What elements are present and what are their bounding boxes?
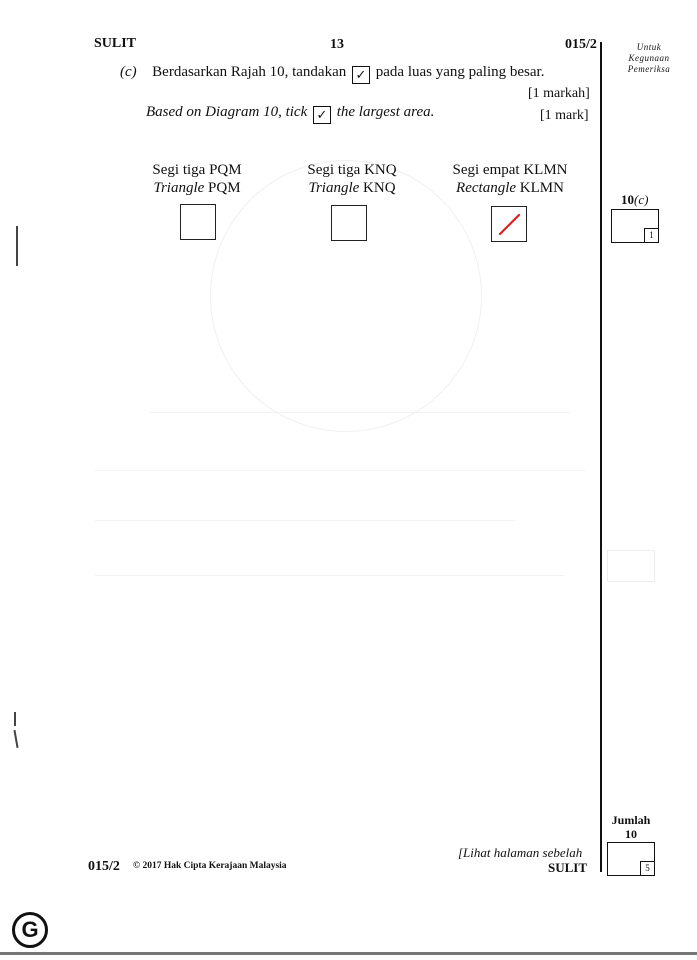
question-english: Based on Diagram 10, tick ✓ the largest … (146, 104, 434, 124)
answer-mark-icon (498, 213, 521, 236)
score-max-mark: 1 (644, 228, 659, 243)
bleed-through-line (95, 470, 585, 471)
bleed-through-circle (210, 160, 482, 432)
bleed-through-line (150, 412, 570, 413)
check-icon: ✓ (316, 107, 328, 122)
option-malay-label: Segi tiga PQM (152, 162, 242, 178)
option-english-label: Triangle KNQ (308, 180, 396, 196)
question-english-before: Based on Diagram 10, tick (146, 104, 308, 120)
answer-box-pqm[interactable] (180, 204, 216, 240)
examiner-note: Untuk Kegunaan Pemeriksa (606, 42, 692, 75)
total-score-box[interactable]: 5 (607, 842, 655, 876)
margin-divider (600, 42, 602, 872)
answer-box-knq[interactable] (331, 205, 367, 241)
margin-mark (13, 730, 19, 748)
option-knq: Segi tiga KNQ Triangle KNQ (287, 161, 417, 197)
footer-copyright: © 2017 Hak Cipta Kerajaan Malaysia (133, 861, 287, 871)
tick-sample-box: ✓ (312, 106, 331, 124)
page-number: 13 (330, 37, 344, 52)
bottom-edge (0, 952, 697, 955)
margin-mark (14, 712, 16, 726)
total-label: Jumlah 10 (608, 813, 654, 841)
question-label: (c) (120, 64, 137, 80)
paper-code: 015/2 (565, 37, 597, 52)
examiner-note-line3: Pemeriksa (627, 64, 671, 74)
bleed-through-line (95, 575, 565, 576)
option-english-label: Triangle PQM (153, 180, 241, 196)
examiner-note-line1: Untuk (636, 42, 662, 52)
bleed-through-box (607, 550, 655, 582)
option-english-label: Rectangle KLMN (456, 180, 564, 196)
option-klmn: Segi empat KLMN Rectangle KLMN (440, 161, 580, 197)
english-mark: [1 mark] (540, 108, 589, 123)
question-english-after: the largest area. (336, 104, 435, 120)
examiner-note-line2: Kegunaan (628, 53, 670, 63)
answer-box-klmn[interactable] (491, 206, 527, 242)
total-max-mark: 5 (640, 861, 655, 876)
option-malay-label: Segi empat KLMN (452, 162, 568, 178)
question-malay-after: pada luas yang paling besar. (375, 64, 545, 80)
next-page-note: [Lihat halaman sebelah (458, 845, 583, 860)
tick-sample-box: ✓ (352, 66, 370, 84)
footer-code: 015/2 (88, 859, 120, 874)
question-malay-before: Berdasarkan Rajah 10, tandakan (152, 64, 347, 80)
bleed-through-line (95, 520, 515, 521)
total-label-text: Jumlah (611, 813, 651, 827)
malay-mark: [1 markah] (528, 86, 590, 101)
publisher-logo: G (12, 912, 48, 948)
score-label: 10(c) (621, 192, 649, 207)
option-malay-label: Segi tiga KNQ (307, 162, 397, 178)
check-icon: ✓ (355, 67, 367, 82)
footer-sulit: SULIT (548, 860, 588, 875)
header-sulit: SULIT (94, 36, 137, 51)
question-malay: (c) Berdasarkan Rajah 10, tandakan ✓ pad… (120, 64, 544, 84)
option-pqm: Segi tiga PQM Triangle PQM (132, 161, 262, 197)
score-box-10c[interactable]: 1 (611, 209, 659, 243)
total-question-number: 10 (625, 827, 637, 841)
margin-mark (16, 226, 18, 266)
